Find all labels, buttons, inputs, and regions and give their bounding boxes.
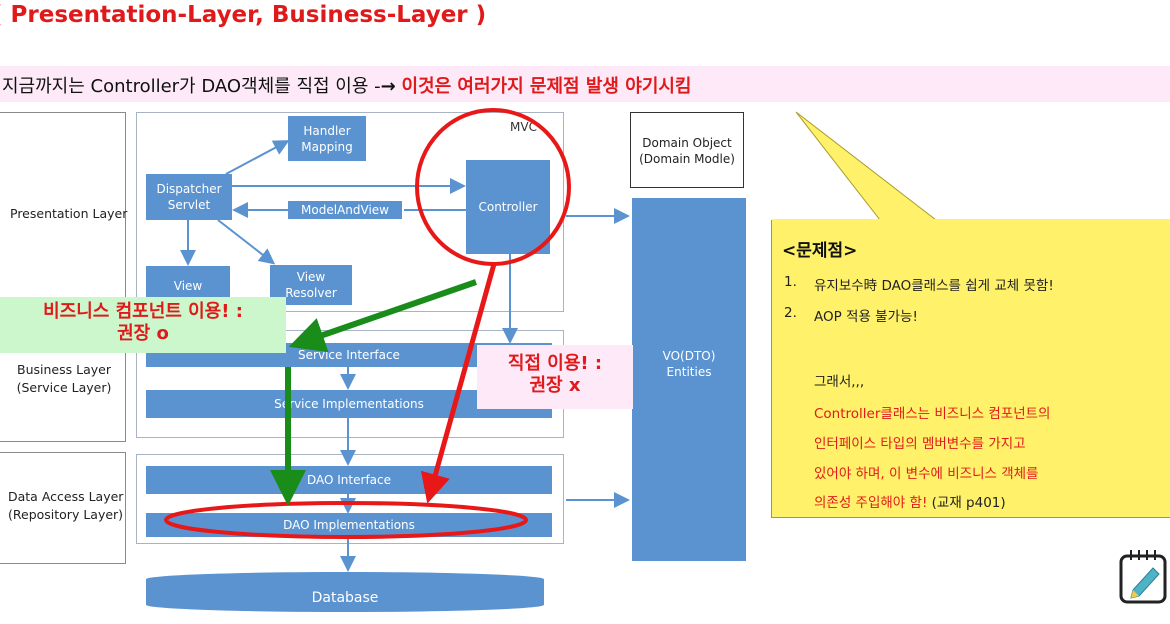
not-recommended-tag: 직접 이용! : 권장 x [477, 345, 633, 409]
mvc-label: MVC [510, 120, 537, 134]
data-access-line1: Data Access Layer [8, 489, 124, 504]
callout-item2-number: 2. [784, 305, 797, 321]
callout-item2: AOP 적용 불가능! [814, 309, 918, 325]
not-recommended-tag-line1: 직접 이용! : [507, 353, 603, 374]
intro-band [0, 66, 1170, 102]
arrow-dispatcher-to-resolver [217, 219, 276, 265]
presentation-layer-box [0, 112, 126, 312]
vo-line2: Entities [666, 365, 712, 379]
red-arrow-controller-to-dao [420, 263, 497, 504]
callout-reference: (교재 p401) [931, 495, 1006, 511]
callout-red-line1: Controller클래스는 비즈니스 컴포넌트의 [814, 406, 1051, 422]
dao-interface-box: DAO Interface [146, 466, 552, 494]
controller-box: Controller [466, 160, 550, 254]
dao-implementations-box: DAO Implementations [146, 513, 552, 537]
presentation-layer-label: Presentation Layer [10, 206, 128, 221]
handler-mapping-line1: Handler [303, 124, 351, 138]
model-and-view-box: ModelAndView [288, 201, 402, 219]
business-layer-line1: Business Layer [17, 362, 111, 377]
diagram-arrows [164, 108, 938, 572]
callout-red-line3: 있어야 하며, 이 변수에 비즈니스 객체를 [814, 466, 1039, 482]
intro-plain: 지금까지는 Controller가 DAO객체를 직접 이용 - [2, 76, 381, 97]
green-arrow-controller-to-service [288, 279, 477, 353]
dispatcher-servlet-box: Dispatcher Servlet [146, 174, 232, 220]
business-layer-line2: (Service Layer) [16, 380, 112, 395]
callout-heading: <문제점> [782, 241, 858, 261]
data-access-layer-box [0, 452, 126, 564]
dao-impl-highlight-ellipse [164, 501, 528, 539]
notepad-pencil-icon [1117, 546, 1169, 604]
view-resolver-line1: View [296, 270, 326, 284]
intro-arrow: → [380, 76, 396, 97]
callout-pointer [795, 111, 938, 221]
intro-emphasis: 이것은 여러가지 문제점 발생 야기시킴 [401, 76, 692, 97]
not-recommended-tag-line2: 권장 x [529, 375, 581, 396]
recommended-tag: 비즈니스 컴포넌트 이용! : 권장 o [0, 297, 286, 353]
callout-seam [772, 219, 1170, 223]
recommended-tag-line2: 권장 o [117, 323, 169, 344]
business-layer-label: Business Layer (Service Layer) [12, 361, 116, 397]
handler-mapping-line2: Mapping [301, 140, 353, 154]
problem-callout [771, 220, 1170, 518]
callout-red-line4-text: 의존성 주입해야 함! [814, 495, 928, 511]
callout-red-line4: 의존성 주입해야 함! (교재 p401) [814, 491, 1006, 511]
vo-entities-box: VO(DTO) Entities [632, 198, 746, 561]
handler-mapping-box: Handler Mapping [288, 116, 366, 161]
recommended-tag-line1: 비즈니스 컴포넌트 이용! : [43, 301, 243, 322]
callout-so: 그래서,,, [814, 374, 865, 390]
domain-object-line1: Domain Object [642, 136, 732, 150]
dispatcher-line1: Dispatcher [156, 182, 222, 196]
view-box: View [146, 266, 230, 302]
data-access-layer-label: Data Access Layer (Repository Layer) [8, 488, 123, 524]
intro-text: 지금까지는 Controller가 DAO객체를 직접 이용 -→ 이것은 여러… [2, 72, 692, 98]
dispatcher-line2: Servlet [167, 198, 211, 212]
domain-object-line2: (Domain Modle) [639, 152, 735, 166]
callout-red-line2: 인터페이스 타입의 멤버변수를 가지고 [814, 436, 1026, 452]
callout-item1-number: 1. [784, 274, 797, 290]
data-access-line2: (Repository Layer) [8, 507, 124, 522]
page-title: ( Presentation-Layer, Business-Layer ) [0, 2, 487, 28]
callout-item1: 유지보수時 DAO클래스를 쉽게 교체 못함! [814, 278, 1054, 294]
domain-object-box: Domain Object (Domain Modle) [630, 112, 744, 188]
view-resolver-line2: Resolver [285, 286, 337, 300]
arrow-dispatcher-to-handler [225, 140, 290, 175]
vo-line1: VO(DTO) [662, 349, 716, 363]
